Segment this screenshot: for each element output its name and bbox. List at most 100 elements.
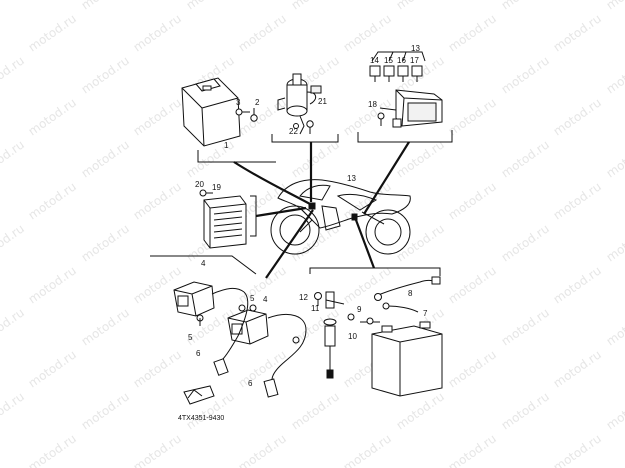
watermark-text: motod.ru [131,431,184,468]
watermark-text: motod.ru [26,263,79,306]
watermark-text: motod.ru [236,431,289,468]
watermark-text: motod.ru [131,11,184,54]
watermark-text: motod.ru [341,263,394,306]
callout-c2: 2 [255,98,260,107]
watermark-text: motod.ru [289,137,342,180]
watermark-text: motod.ru [551,95,604,138]
callout-c14: 14 [370,56,379,65]
watermark-text: motod.ru [79,389,132,432]
callout-c20: 20 [195,180,204,189]
watermark-text: motod.ru [446,179,499,222]
callout-c8: 8 [408,289,413,298]
watermark-text: motod.ru [79,137,132,180]
watermark-text: motod.ru [604,389,625,432]
watermark-text: motod.ru [26,347,79,390]
watermark-text: motod.ru [604,305,625,348]
callout-c16: 16 [397,56,406,65]
cdi-unit [181,77,241,147]
watermark-text: motod.ru [289,389,342,432]
watermark-text: motod.ru [446,263,499,306]
watermark-text: motod.ru [0,137,27,180]
watermark-text: motod.ru [394,137,447,180]
screw-3 [235,108,250,116]
callout-c5a: 5 [188,333,193,342]
watermark-text: motod.ru [446,431,499,468]
watermark-text: motod.ru [26,431,79,468]
watermark-text: motod.ru [446,11,499,54]
sensor-assembly [314,291,355,379]
watermark-text: motod.ru [0,389,27,432]
callout-c6b: 6 [248,379,253,388]
watermark-text: motod.ru [551,263,604,306]
ignition-coil-1 [173,281,245,326]
watermark-text: motod.ru [341,11,394,54]
callout-c12: 12 [299,293,308,302]
watermark-text: motod.ru [131,347,184,390]
watermark-text: motod.ru [499,53,552,96]
watermark-text: motod.ru [184,0,237,12]
watermark-text: motod.ru [289,0,342,12]
callout-c4a: 4 [201,259,206,268]
watermark-text: motod.ru [394,221,447,264]
watermark-text: motod.ru [499,221,552,264]
callout-c17: 17 [410,56,419,65]
callout-c1: 1 [224,141,229,150]
coil-bracket [150,255,257,275]
callout-c13b: 13 [347,174,356,183]
main-switch [277,73,322,135]
watermark-text: motod.ru [0,221,27,264]
callout-c11: 11 [311,304,320,313]
motorcycle-outline [270,179,411,255]
fuses-14-17 [369,51,426,82]
watermark-text: motod.ru [236,11,289,54]
callout-c18: 18 [368,100,377,109]
callout-c9: 9 [357,305,362,314]
watermark-text: motod.ru [79,221,132,264]
watermark-text: motod.ru [341,431,394,468]
callout-c13a: 13 [411,44,420,53]
callout-c6a: 6 [196,349,201,358]
callout-c19: 19 [212,183,221,192]
ignition-coil-2 [227,304,269,345]
switch-bracket [271,134,339,143]
watermark-text: motod.ru [551,11,604,54]
watermark-text: motod.ru [446,347,499,390]
fuse-box [377,89,443,128]
watermark-text: motod.ru [604,137,625,180]
watermark-text: motod.ru [394,0,447,12]
watermark-text: motod.ru [499,0,552,12]
harness-clamp [183,385,215,405]
watermark-text: motod.ru [0,0,27,12]
watermark-text: motod.ru [0,53,27,96]
fuse-bracket [357,130,453,143]
watermark-text: motod.ru [499,305,552,348]
watermark-text: motod.ru [26,179,79,222]
watermark-text: motod.ru [551,431,604,468]
watermark-text: motod.ru [446,95,499,138]
callout-c7: 7 [423,309,428,318]
cdi-bracket [197,150,276,163]
callout-c22: 22 [289,127,298,136]
watermark-text: motod.ru [604,221,625,264]
leader-lines [233,141,410,279]
diagram-code: 4TX4351-9430 [178,415,224,422]
watermark-text: motod.ru [0,305,27,348]
battery-bracket [309,267,441,276]
watermark-text: motod.ru [131,95,184,138]
watermark-text: motod.ru [604,0,625,12]
watermark-text: motod.ru [131,179,184,222]
battery-cables [366,276,441,325]
watermark-text: motod.ru [551,179,604,222]
watermark-text: motod.ru [26,95,79,138]
callout-c21: 21 [318,97,327,106]
watermark-text: motod.ru [26,11,79,54]
battery [360,321,443,397]
watermark-text: motod.ru [499,137,552,180]
callout-c4b: 4 [263,295,268,304]
rectifier-regulator [199,189,247,249]
watermark-text: motod.ru [499,389,552,432]
callout-c5b: 5 [250,294,255,303]
